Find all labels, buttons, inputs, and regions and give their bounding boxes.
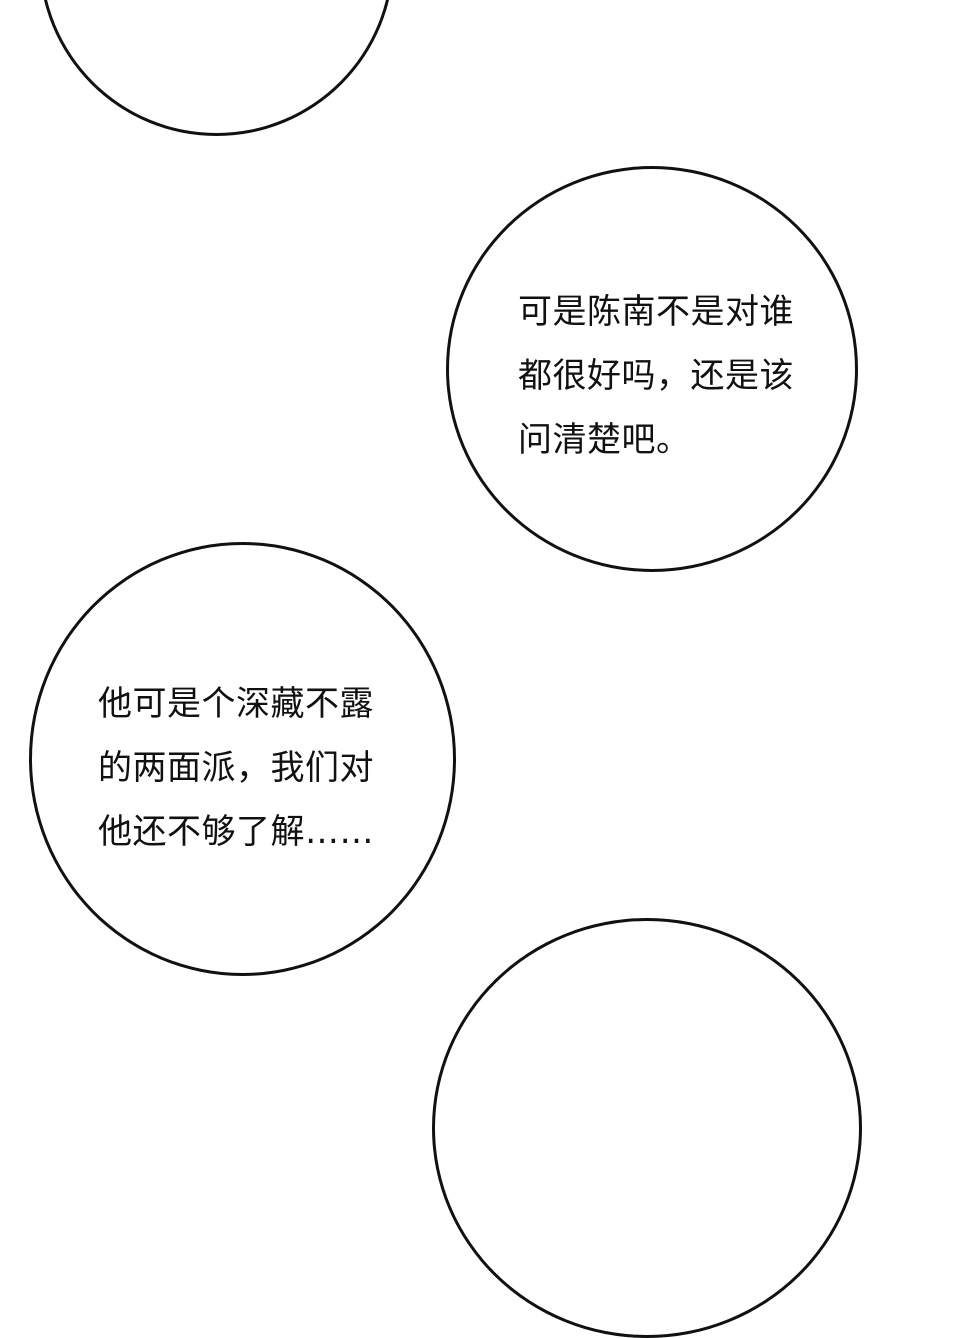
- speech-line: 的两面派，我们对: [98, 748, 374, 788]
- speech-bubble-left: [29, 542, 456, 976]
- speech-line: 他还不够了解……: [98, 812, 374, 852]
- speech-line: 都很好吗，还是该: [518, 356, 794, 396]
- speech-bubble-top-left: [39, 0, 394, 136]
- speech-line: 可是陈南不是对谁: [518, 292, 794, 332]
- speech-bubble-bottom: [432, 918, 862, 1338]
- speech-line: 问清楚吧。: [518, 420, 691, 460]
- speech-line: 他可是个深藏不露: [98, 684, 374, 724]
- speech-text-left: 他可是个深藏不露 的两面派，我们对 他还不够了解……: [98, 672, 374, 864]
- speech-bubble-right: [446, 166, 858, 572]
- speech-text-right: 可是陈南不是对谁 都很好吗，还是该 问清楚吧。: [518, 280, 794, 472]
